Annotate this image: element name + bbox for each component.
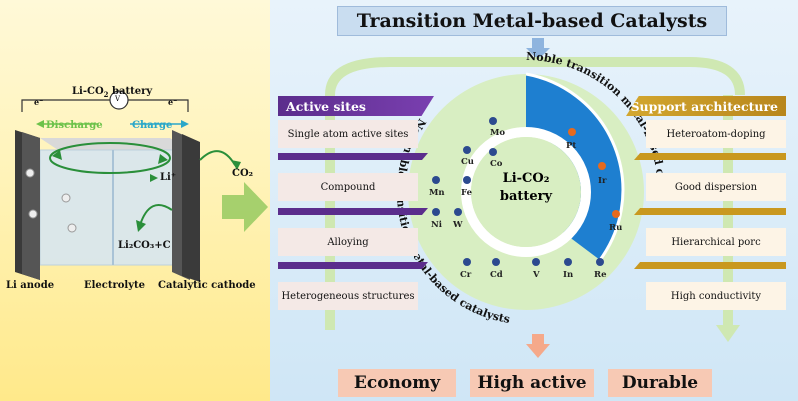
element-pt: Pt — [566, 141, 577, 151]
element-mn: Mn — [429, 188, 445, 198]
center-label-2: battery — [499, 189, 553, 204]
purple-divider — [278, 208, 428, 215]
element-v: V — [533, 270, 540, 280]
outcome-high-active: High active — [470, 369, 594, 397]
active-site-item: Single atom active sites — [278, 120, 418, 148]
electron-right: e⁻ — [168, 97, 178, 107]
li-anode-label: Li anode — [6, 280, 55, 291]
element-fe: Fe — [461, 188, 472, 198]
gold-divider — [634, 153, 786, 160]
charge-label: Charge — [132, 120, 173, 131]
voltmeter-icon — [109, 90, 129, 110]
element-ni: Ni — [431, 220, 442, 230]
electron-left: e⁻ — [34, 97, 44, 107]
product-label: Li₂CO₃+C — [118, 240, 171, 251]
li-ion-label: Li⁺ — [160, 172, 177, 183]
gold-divider — [634, 208, 786, 215]
element-co: Co — [490, 159, 503, 169]
support-item: Hierarchical porc — [646, 228, 786, 256]
co2-label: CO₂ — [232, 168, 254, 179]
center-label-1: Li-CO₂ — [502, 171, 550, 186]
active-site-item: Compound — [278, 173, 418, 201]
purple-divider — [278, 262, 428, 269]
element-mo: Mo — [490, 128, 506, 138]
battery-title: Li-CO2 battery — [72, 86, 153, 99]
element-re: Re — [594, 270, 607, 280]
voltmeter-label: V — [115, 95, 121, 103]
active-sites-header: Active sites — [278, 96, 434, 116]
battery-schematic — [15, 90, 268, 282]
element-in: In — [563, 270, 574, 280]
element-ir: Ir — [598, 176, 607, 186]
active-site-item: Heterogeneous structures — [278, 282, 418, 310]
catalyst-diagram — [325, 38, 745, 358]
support-item: Heteroatom-doping — [646, 120, 786, 148]
ring-labels: Noble transition metal-based catalysts N… — [270, 0, 668, 326]
outcome-durable: Durable — [608, 369, 712, 397]
page-title: Transition Metal-based Catalysts — [337, 6, 727, 36]
element-cr: Cr — [460, 270, 472, 280]
gold-divider — [634, 262, 786, 269]
element-cd: Cd — [490, 270, 503, 280]
support-item: High conductivity — [646, 282, 786, 310]
support-header: Support architecture — [626, 96, 786, 116]
outcome-economy: Economy — [338, 369, 456, 397]
purple-divider — [278, 153, 428, 160]
discharge-label: Discharge — [46, 120, 103, 131]
active-site-item: Alloying — [278, 228, 418, 256]
element-w: W — [453, 220, 463, 230]
element-cu: Cu — [461, 157, 474, 167]
catalytic-cathode-label: Catalytic cathode — [158, 280, 256, 291]
support-item: Good dispersion — [646, 173, 786, 201]
element-ru: Ru — [609, 223, 623, 233]
electrolyte-label: Electrolyte — [84, 280, 146, 291]
